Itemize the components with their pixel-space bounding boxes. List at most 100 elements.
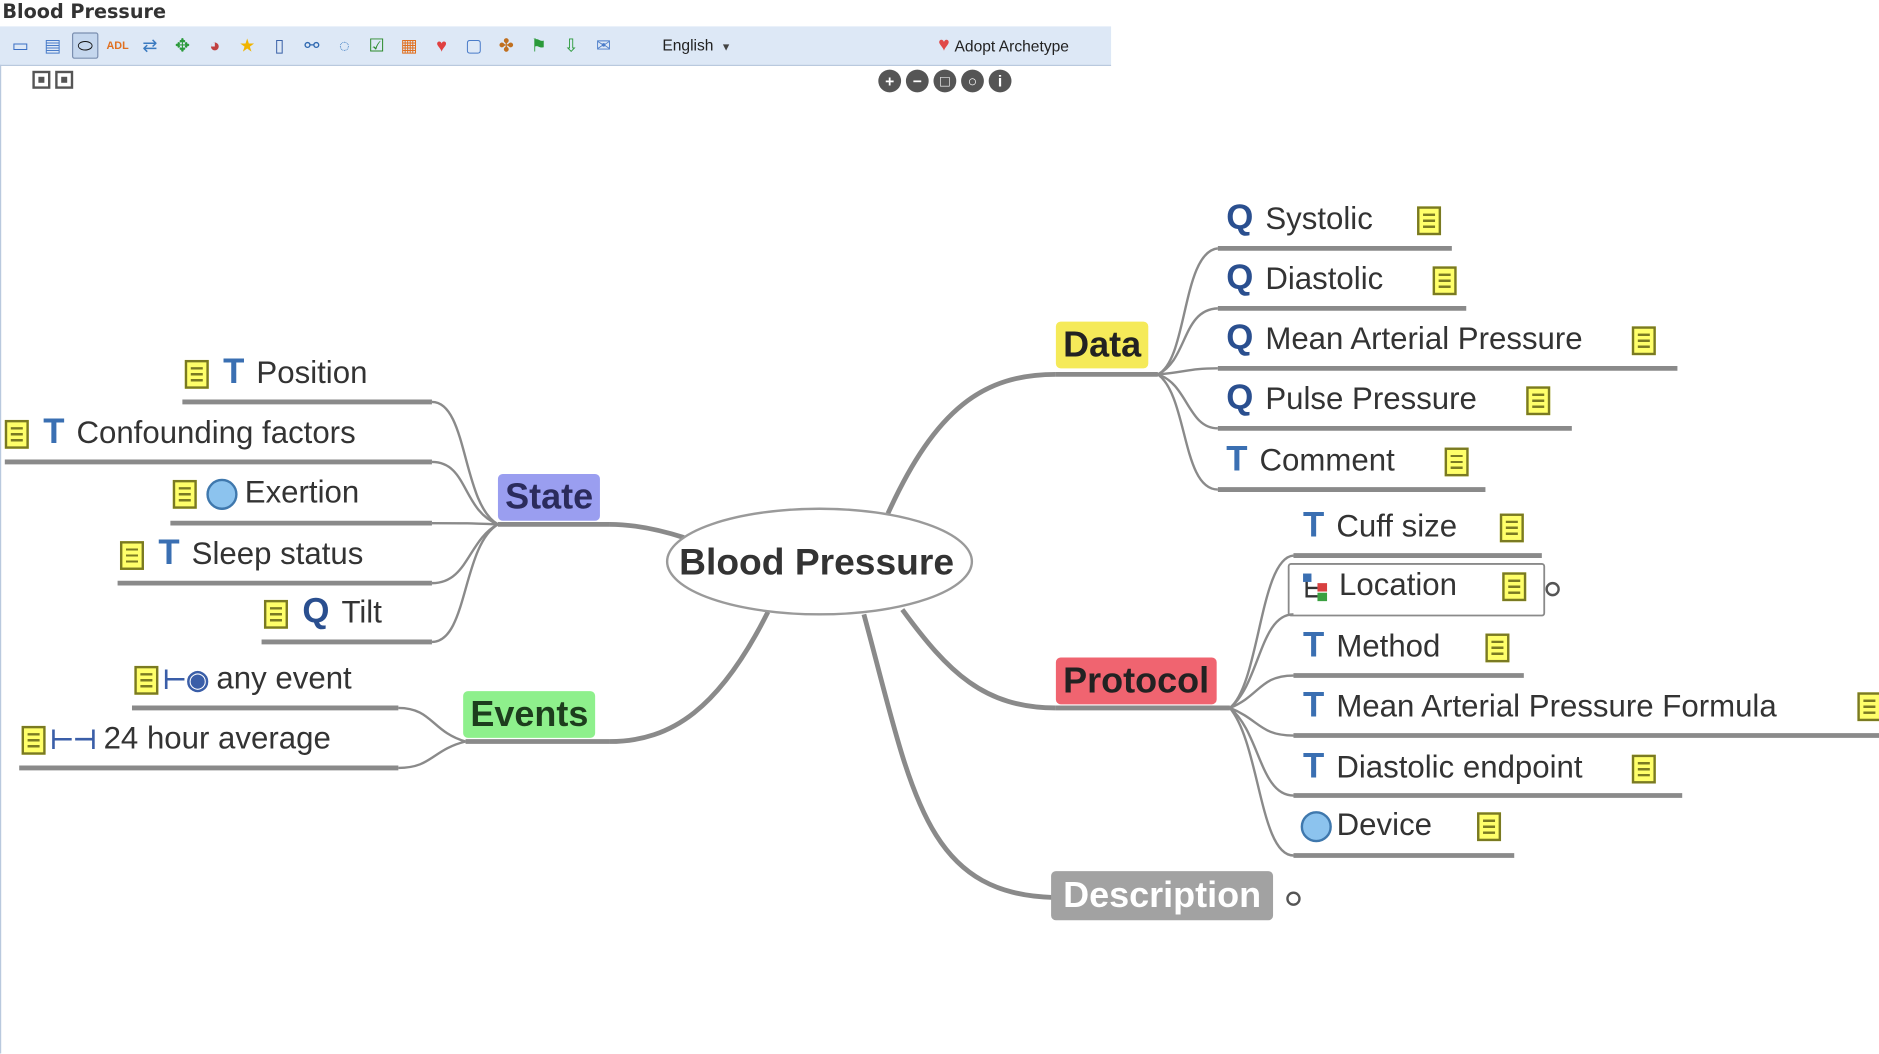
branch-state[interactable]: State (497, 473, 601, 521)
item-label: Tilt (341, 593, 382, 630)
single-view-icon[interactable] (32, 70, 51, 89)
branch-description[interactable]: Description (1051, 871, 1274, 921)
adopt-archetype-button[interactable]: ♥ Adopt Archetype (938, 35, 1069, 57)
star-icon[interactable]: ★ (239, 35, 256, 56)
fit-icon[interactable]: □ (933, 69, 957, 93)
adl-edit-icon[interactable]: ▦ (400, 35, 418, 56)
heart-icon[interactable]: ♥ (436, 35, 447, 56)
note-icon[interactable] (1476, 812, 1501, 842)
connector-protocol (900, 608, 1056, 711)
flag-icon[interactable]: ⚑ (530, 35, 547, 56)
checklist-icon[interactable]: ☑ (368, 35, 385, 56)
reset-icon[interactable]: ○ (961, 69, 984, 93)
page-icon[interactable]: ▢ (465, 35, 483, 56)
note-icon[interactable] (4, 420, 29, 449)
note-icon[interactable] (1485, 633, 1510, 663)
note-icon[interactable] (1632, 326, 1657, 356)
cluster-icon (1303, 573, 1328, 602)
note-icon[interactable] (1526, 386, 1551, 416)
text-type-icon: T (1303, 626, 1325, 665)
expand-icon[interactable]: ✥ (174, 35, 190, 56)
note-icon[interactable] (1632, 754, 1657, 784)
chart-icon[interactable]: ◕ (209, 35, 221, 56)
state-item-position[interactable]: T Position (184, 352, 368, 392)
item-label: Pulse Pressure (1265, 380, 1477, 417)
mail-icon[interactable]: ✉ (595, 35, 612, 56)
event-icon: ⊢◉ (163, 664, 210, 695)
zoom-in-icon[interactable]: + (878, 69, 902, 93)
note-icon[interactable] (1501, 572, 1526, 602)
collapse-handle-icon[interactable] (1286, 891, 1301, 906)
branch-protocol[interactable]: Protocol (1055, 657, 1217, 705)
ellipse-icon[interactable]: ⬭ (71, 32, 99, 59)
window-icon[interactable]: ▭ (11, 35, 29, 56)
branch-events[interactable]: Events (463, 691, 596, 738)
text-type-icon: T (1226, 440, 1248, 479)
branch-data[interactable]: Data (1055, 321, 1149, 369)
item-label: Systolic (1265, 200, 1373, 237)
split-view-icon[interactable] (55, 70, 74, 89)
item-label: any event (216, 659, 352, 696)
quantity-type-icon: Q (1226, 259, 1254, 298)
link-icon[interactable]: ⚯ (304, 35, 320, 56)
comment-icon[interactable]: ◌ (339, 35, 350, 56)
root-node[interactable]: Blood Pressure (679, 541, 955, 584)
text-type-icon: T (1303, 686, 1325, 725)
protocol-item-location[interactable]: Location (1296, 569, 1526, 603)
info-icon[interactable]: i (988, 69, 1012, 93)
item-label: Confounding factors (76, 413, 356, 450)
panel-icon[interactable]: ▤ (44, 35, 62, 56)
zoom-out-icon[interactable]: − (905, 69, 929, 93)
text-type-icon: T (43, 412, 65, 452)
note-icon[interactable] (1432, 266, 1457, 296)
item-label: Sleep status (191, 535, 364, 572)
events-item-24-hour-average[interactable]: ⊢⊣24 hour average (21, 722, 331, 755)
state-item-exertion[interactable]: Exertion (172, 476, 359, 511)
state-item-confounding-factors[interactable]: T Confounding factors (4, 412, 356, 452)
chevron-down-icon: ▼ (720, 40, 732, 53)
events-item-any-event[interactable]: ⊢◉any event (134, 659, 352, 696)
puzzle-icon[interactable]: ✤ (498, 35, 514, 56)
adl-icon[interactable]: ADL (106, 38, 129, 51)
item-label: Position (256, 353, 368, 390)
note-icon[interactable] (1417, 206, 1442, 236)
protocol-item-device[interactable]: Device (1296, 809, 1501, 843)
note-icon[interactable] (119, 541, 144, 571)
connector-data (885, 371, 1056, 515)
note-icon[interactable] (263, 600, 288, 629)
text-type-icon: T (223, 352, 245, 392)
item-label: Location (1339, 566, 1458, 603)
collapse-handle-icon[interactable] (1545, 581, 1560, 597)
note-icon[interactable] (1444, 447, 1469, 477)
language-select[interactable]: English▼ (662, 36, 731, 54)
adopt-archetype-label: Adopt Archetype (954, 36, 1069, 55)
connector-state (609, 521, 685, 540)
quantity-type-icon: Q (1226, 319, 1254, 358)
note-icon[interactable] (172, 480, 197, 509)
down-arrow-icon[interactable]: ⇩ (563, 35, 579, 56)
item-label: Diastolic endpoint (1336, 748, 1583, 785)
note-icon[interactable] (21, 726, 46, 755)
left-border (0, 64, 2, 1054)
protocol-item-map-formula[interactable]: T Mean Arterial Pressure Formula (1296, 686, 1777, 725)
item-label: Mean Arterial Pressure Formula (1336, 687, 1777, 724)
arrows-icon[interactable]: ⇄ (142, 35, 158, 56)
connector-description (861, 613, 1054, 900)
root-node-shape (665, 507, 974, 616)
note-icon[interactable] (1857, 692, 1879, 722)
book-icon[interactable]: ▯ (274, 35, 285, 56)
note-icon[interactable] (184, 360, 209, 389)
note-icon[interactable] (1499, 513, 1524, 543)
note-icon[interactable] (134, 666, 159, 695)
